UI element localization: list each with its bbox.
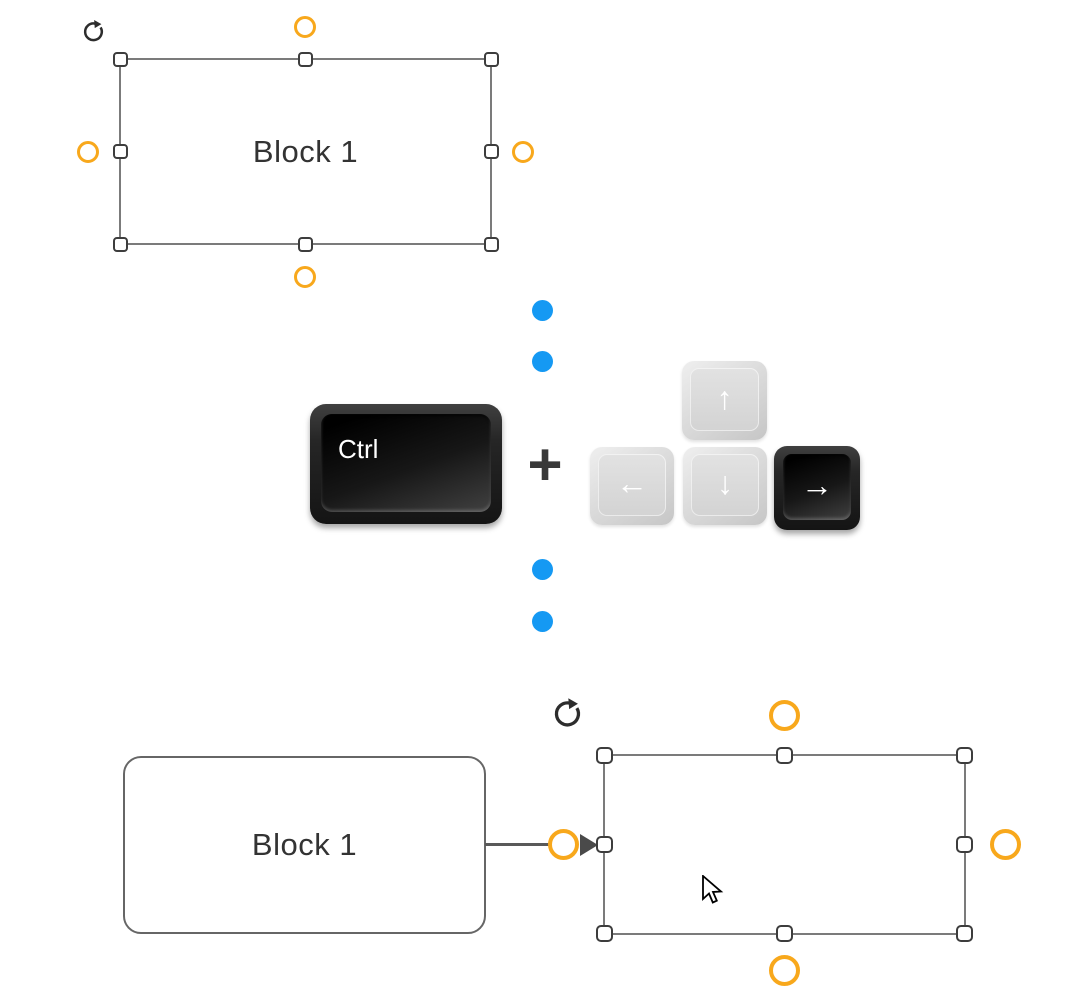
resize-handle-e[interactable]	[484, 144, 499, 159]
ellipsis-dot	[532, 559, 553, 580]
arrow-key-right-pressed: →	[774, 446, 860, 530]
resize-handle-n[interactable]	[298, 52, 313, 67]
resize-handle-s[interactable]	[298, 237, 313, 252]
ctrl-keytop: Ctrl	[321, 414, 491, 512]
ctrl-key: Ctrl	[310, 404, 502, 524]
mouse-cursor-icon	[702, 875, 724, 904]
right-arrow-icon: →	[801, 467, 833, 504]
connect-point-right[interactable]	[990, 829, 1021, 860]
new-block-label	[603, 754, 966, 935]
connect-point-left[interactable]	[77, 141, 99, 163]
connector-arrowhead	[580, 834, 598, 856]
up-keytop: ↑	[690, 368, 759, 431]
resize-handle-s[interactable]	[776, 925, 793, 942]
connect-point-right[interactable]	[512, 141, 534, 163]
right-keytop: →	[783, 454, 851, 520]
resize-handle-w[interactable]	[596, 836, 613, 853]
ellipsis-dot	[532, 351, 553, 372]
down-keytop: ↓	[691, 454, 759, 516]
resize-handle-sw[interactable]	[113, 237, 128, 252]
plus-sign: +	[527, 431, 563, 498]
connect-point-bottom[interactable]	[769, 955, 800, 986]
ellipsis-dot	[532, 300, 553, 321]
connect-point-bottom[interactable]	[294, 266, 316, 288]
arrow-key-left: ←	[590, 447, 674, 525]
arrow-key-up: ↑	[682, 361, 767, 440]
connector-source-point[interactable]	[548, 829, 579, 860]
resize-handle-se[interactable]	[484, 237, 499, 252]
down-arrow-icon: ↓	[717, 465, 733, 502]
resize-handle-ne[interactable]	[484, 52, 499, 67]
resize-handle-se[interactable]	[956, 925, 973, 942]
resize-handle-sw[interactable]	[596, 925, 613, 942]
resize-handle-nw[interactable]	[596, 747, 613, 764]
left-keytop: ←	[598, 454, 666, 516]
left-arrow-icon: ←	[616, 465, 648, 502]
source-block[interactable]	[123, 756, 486, 934]
resize-handle-nw[interactable]	[113, 52, 128, 67]
block-label: Block 1	[252, 133, 359, 169]
ellipsis-dot	[532, 611, 553, 632]
source-block-label: Block 1	[251, 827, 358, 862]
resize-handle-e[interactable]	[956, 836, 973, 853]
connect-point-top[interactable]	[769, 700, 800, 731]
connect-point-top[interactable]	[294, 16, 316, 38]
ctrl-key-label: Ctrl	[338, 434, 379, 464]
rotate-icon[interactable]	[551, 697, 584, 730]
connector-edge[interactable]	[485, 843, 549, 846]
up-arrow-icon: ↑	[716, 379, 733, 416]
rotate-icon[interactable]	[81, 19, 106, 44]
resize-handle-w[interactable]	[113, 144, 128, 159]
resize-handle-ne[interactable]	[956, 747, 973, 764]
resize-handle-n[interactable]	[776, 747, 793, 764]
arrow-key-down: ↓	[683, 447, 767, 525]
